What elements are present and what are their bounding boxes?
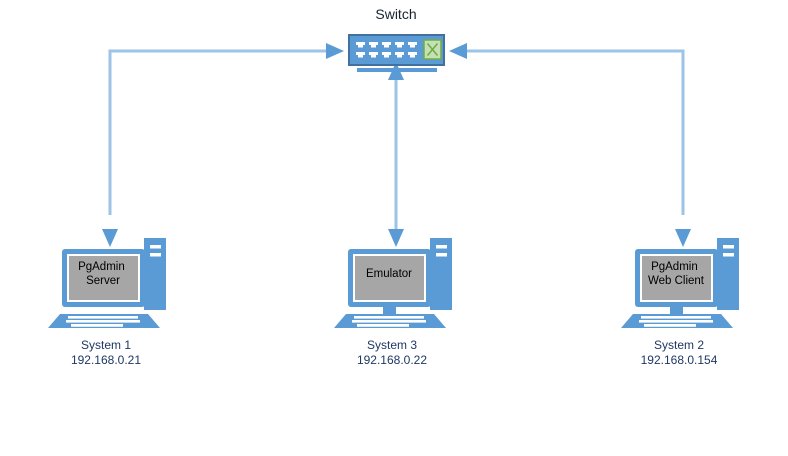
keyboard-keys-system3: [352, 316, 426, 327]
monitor-stand-system3: [383, 306, 396, 314]
screen-label-system2-line1: PgAdmin: [651, 261, 698, 273]
connector-system1-switch[interactable]: [102, 43, 344, 247]
tower-system3: [430, 238, 452, 310]
connector-system3-switch[interactable]: [388, 62, 404, 247]
switch-title-label: Switch: [375, 6, 417, 22]
computer-icon-system-3[interactable]: [334, 238, 452, 328]
tower-slot-system3-a: [436, 245, 447, 249]
screen-label-system1: PgAdmin Server: [78, 261, 128, 287]
monitor-screen-system3: [355, 256, 424, 300]
computer-icon-system-1[interactable]: [48, 238, 166, 328]
screen-label-system1-line1: PgAdmin: [78, 261, 125, 273]
computer-icon-system-2[interactable]: [621, 238, 739, 328]
arrowhead-into-system1: [102, 229, 118, 247]
screen-label-system2: PgAdmin Web Client: [648, 261, 705, 287]
tower-system2: [717, 238, 739, 310]
tower-system1: [144, 238, 166, 310]
arrowhead-into-system2: [675, 229, 691, 247]
connector-line-system1: [108, 49, 327, 215]
connector-line-system2: [466, 49, 685, 215]
switch-ports: [356, 42, 417, 58]
caption-system-2-ip: 192.168.0.154: [640, 353, 718, 367]
caption-system-3-ip: 192.168.0.22: [356, 353, 428, 367]
tower-slot-system2-a: [723, 245, 734, 249]
monitor-screen-system2: [642, 256, 711, 300]
screen-label-system3-line1: Emulator: [366, 268, 412, 280]
tower-slot-system1-b: [150, 253, 161, 257]
monitor-screen-system1: [69, 256, 138, 300]
screen-label-system3: Emulator: [366, 268, 412, 280]
caption-system-1-name: System 1: [80, 338, 131, 352]
arrowhead-into-switch-left: [326, 43, 344, 59]
arrowhead-into-switch-right: [449, 43, 467, 59]
switch-base-bar: [357, 68, 437, 72]
caption-system-3-name: System 3: [366, 338, 417, 352]
network-switch-icon[interactable]: [348, 34, 445, 72]
connector-system2-switch[interactable]: [449, 43, 691, 247]
keyboard-keys-system1: [66, 316, 140, 327]
monitor-stand-system2: [670, 306, 683, 314]
tower-slot-system2-b: [723, 253, 734, 257]
caption-system-2-name: System 2: [653, 338, 704, 352]
green-crossover-indicator: [423, 39, 442, 60]
tower-slot-system1-a: [150, 245, 161, 249]
arrowhead-into-system3: [388, 229, 404, 247]
screen-label-system2-line2: Web Client: [648, 275, 705, 287]
tower-slot-system3-b: [436, 253, 447, 257]
caption-system-1-ip: 192.168.0.21: [70, 353, 142, 367]
keyboard-keys-system2: [639, 316, 713, 327]
screen-label-system1-line2: Server: [86, 275, 120, 287]
